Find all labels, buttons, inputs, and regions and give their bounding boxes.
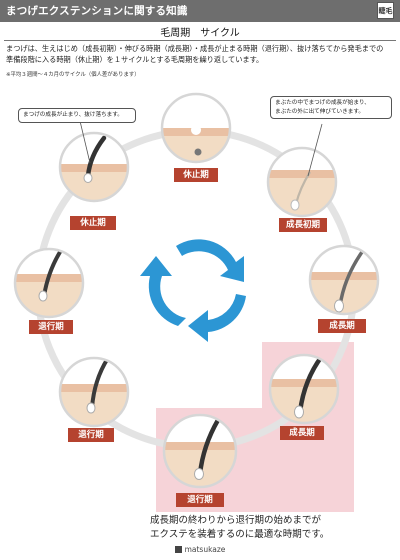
page-title: 毛周期 サイクル: [160, 28, 240, 39]
stage-circle-lower-left: [60, 358, 128, 426]
divider: [4, 40, 396, 41]
stage-label-lower-right: 成長期: [280, 426, 324, 440]
conclusion-line-2: エクステを装着するのに最適な時期です。: [150, 529, 330, 540]
bubble-right: まぶたの中でまつげの成長が始まり、 まぶたの外に出て伸びていきます。: [270, 96, 392, 119]
stage-circle-upper-left-border: [58, 131, 130, 203]
cycle-note: ※平均３週間～４カ月のサイクル（個人差があります）: [6, 72, 140, 78]
stage-label-upper-left: 休止期: [70, 216, 116, 230]
bubble-right-line-1: まぶたの中でまつげの成長が始まり、: [275, 100, 370, 106]
intro-text: まつげは、生えはじめ（成長初期）・伸びる時期（成長期）・成長が止まる時期（退行期…: [6, 44, 396, 65]
brand-logo-icon: [174, 546, 182, 553]
conclusion-line-1: 成長期の終わりから退行期の始めまでが: [150, 515, 322, 526]
conclusion-text: 成長期の終わりから退行期の始めまでが エクステを装着するのに最適な時期です。: [150, 514, 329, 542]
bubble-right-pointer: [307, 123, 323, 177]
stage-circle-top: [162, 94, 230, 162]
stage-circle-upper-right-border: [266, 146, 338, 218]
stage-circle-left-border: [13, 247, 85, 319]
stage-circle-lower-right-border: [268, 353, 340, 425]
stage-label-lower-left: 退行期: [68, 428, 114, 442]
stage-label-right: 成長期: [318, 319, 366, 333]
logo-icon: 睫毛: [377, 2, 394, 19]
header-title: まつげエクステンションに関する知識: [6, 5, 188, 17]
bubble-left-pointer: [79, 120, 91, 164]
stage-label-left: 退行期: [29, 320, 73, 334]
stage-label-bottom: 退行期: [176, 493, 224, 507]
stage-circle-bottom: [164, 415, 236, 487]
stage-circle-lower-right: [270, 355, 338, 423]
stage-circle-bottom-border: [162, 413, 238, 489]
brand-name: matsukaze: [184, 545, 226, 554]
intro-line-1: まつげは、生えはじめ（成長初期）・伸びる時期（成長期）・成長が止まる時期（退行期…: [6, 44, 384, 53]
cycle-arrows-icon: [140, 239, 246, 342]
stage-circle-right-border: [308, 244, 380, 316]
stage-circle-upper-left: [60, 133, 128, 201]
stage-circle-top-border: [160, 92, 232, 164]
header-bar: まつげエクステンションに関する知識 睫毛: [0, 0, 400, 22]
stage-label-upper-right: 成長初期: [279, 218, 327, 232]
footer-brand: matsukaze: [0, 545, 400, 554]
stage-circle-left: [15, 249, 83, 317]
bubble-right-line-2: まぶたの外に出て伸びていきます。: [275, 108, 364, 115]
stage-circle-lower-left-border: [58, 356, 130, 428]
stage-label-top: 休止期: [174, 168, 218, 182]
intro-line-2: 準備段階に入る時期（休止期）を１サイクルとする毛周期を繰り返しています。: [6, 54, 264, 64]
bubble-left: まつげの成長が止まり、抜け落ちます。: [18, 108, 136, 123]
